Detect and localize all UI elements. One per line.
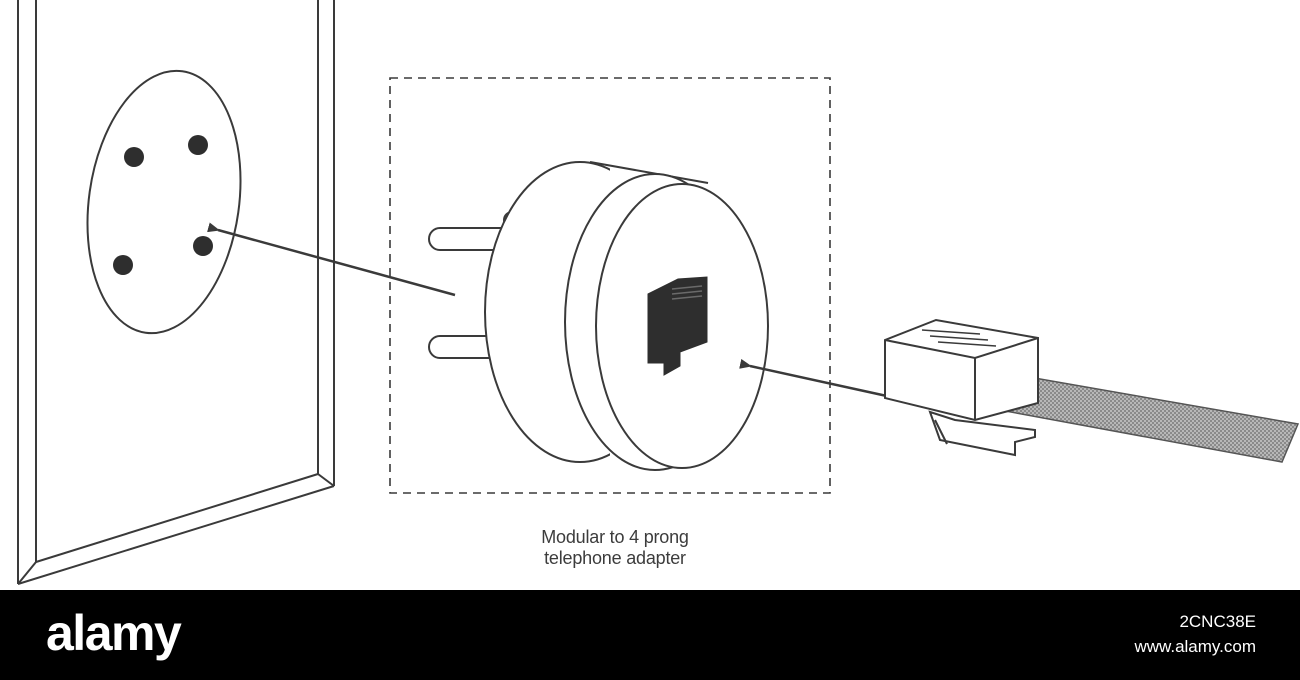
arrow-to-adapter [739, 358, 906, 402]
caption-line-2: telephone adapter [544, 548, 686, 568]
adapter-diagram [17, 0, 1300, 585]
dashed-box [389, 77, 831, 494]
adapter-prong [428, 227, 505, 251]
modular-jack-icon [647, 276, 708, 376]
wall-plate [17, 0, 335, 585]
jack-hole [124, 147, 144, 167]
adapter-caption: Modular to 4 prong telephone adapter [440, 527, 790, 569]
watermark-footer: alamy 2CNC38E www.alamy.com [0, 590, 1300, 680]
jack-hole [193, 236, 213, 256]
adapter-prong [428, 335, 500, 359]
modular-plug [884, 318, 1300, 463]
adapter [428, 161, 769, 471]
wall-jack [86, 69, 242, 335]
brand-logo: alamy [46, 605, 182, 661]
site-url-label: www.alamy.com [1134, 637, 1256, 656]
jack-hole [113, 255, 133, 275]
jack-hole [188, 135, 208, 155]
caption-line-1: Modular to 4 prong [541, 527, 689, 547]
image-id-label: 2CNC38E [1179, 612, 1256, 631]
arrow-to-wall-jack [207, 222, 456, 297]
